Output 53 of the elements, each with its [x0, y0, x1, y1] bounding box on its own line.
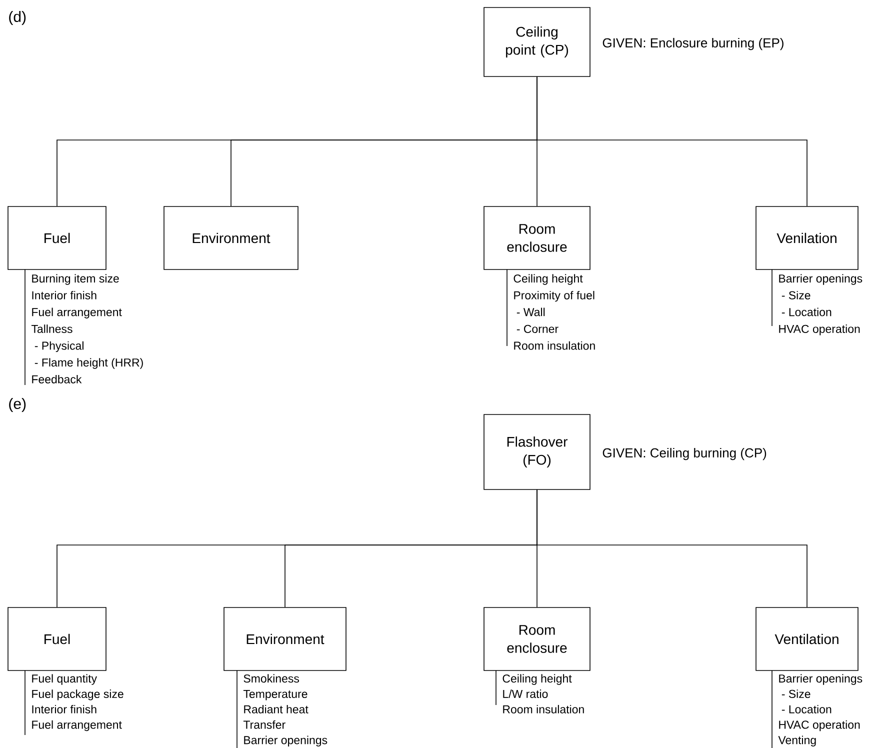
node-label: - Location	[782, 704, 832, 714]
connector	[536, 76, 808, 206]
box: Venilation	[756, 206, 858, 270]
node-label: Room insulation	[514, 341, 595, 350]
box: Flashover (FO)	[484, 414, 590, 490]
node-label: Barrier openings	[244, 736, 328, 746]
node-label: Radiant heat	[244, 704, 308, 714]
given-note: GIVEN: Enclosure burning (EP)	[602, 38, 784, 50]
box: Environment	[164, 206, 298, 270]
node-label: Interior finish	[32, 704, 96, 714]
node-label: Transfer	[243, 720, 286, 729]
node-label: HVAC operation	[779, 720, 860, 732]
node-label: Interior finish	[32, 290, 96, 300]
box: Ventilation	[756, 607, 858, 671]
connector	[536, 490, 808, 608]
node-label: Proximity of fuel	[514, 290, 594, 302]
box: Fuel	[8, 206, 106, 270]
node-label: Feedback	[32, 374, 82, 384]
node-label: Venting	[778, 736, 816, 746]
node-label: Tallness	[31, 324, 72, 333]
node-label: Fuel package size	[32, 690, 124, 700]
node-label: Temperature	[243, 690, 308, 700]
node-label: - Size	[782, 290, 810, 300]
node-label: - Flame height (HRR)	[34, 358, 143, 369]
box: Environment	[224, 607, 346, 671]
label: (e)	[9, 398, 26, 412]
item-list: Fuel quantity Fuel package size Interior finish Fuel arrangement	[32, 674, 124, 732]
node-label: Barrier openings	[779, 674, 862, 685]
item-list: Ceiling height Proximity of fuel - Wall - Corner Room insulation	[514, 274, 595, 350]
node-label: HVAC operation	[779, 324, 860, 336]
box: Ceiling point (CP)	[484, 7, 590, 77]
given-note: GIVEN: Ceiling burning (CP)	[602, 448, 766, 460]
node-label: Barrier openings	[779, 274, 862, 285]
box: Fuel	[8, 607, 106, 671]
node-label: Burning item size	[32, 274, 119, 285]
node-label: Fuel arrangement	[32, 720, 122, 732]
item-list: Smokiness Temperature Radiant heat Transfer Barrier openings	[243, 674, 328, 746]
node-label: - Corner	[516, 324, 558, 333]
node-label: - Location	[782, 308, 832, 316]
node-label: - Size	[782, 690, 810, 698]
box: Room enclosure	[484, 206, 590, 270]
label: (d)	[9, 11, 26, 25]
item-list: Ceiling height L/W ratio Room insulation	[502, 674, 584, 714]
node-label: Ceiling height	[514, 274, 583, 285]
node-label: Fuel quantity	[32, 674, 97, 685]
node-label: Fuel arrangement	[32, 308, 122, 318]
node-label: - Physical	[34, 341, 84, 352]
item-list: Barrier openings - Size - Location HVAC operation	[779, 274, 862, 336]
node-label: Smokiness	[244, 674, 300, 683]
node-label: - Wall	[516, 308, 545, 316]
box: Room enclosure	[484, 607, 590, 671]
item-list: Burning item size Interior finish Fuel arrangement Tallness - Physical - Flame height (HRR) Feedback	[31, 274, 143, 384]
item-list: Barrier openings - Size - Location HVAC operation Venting	[778, 674, 862, 746]
